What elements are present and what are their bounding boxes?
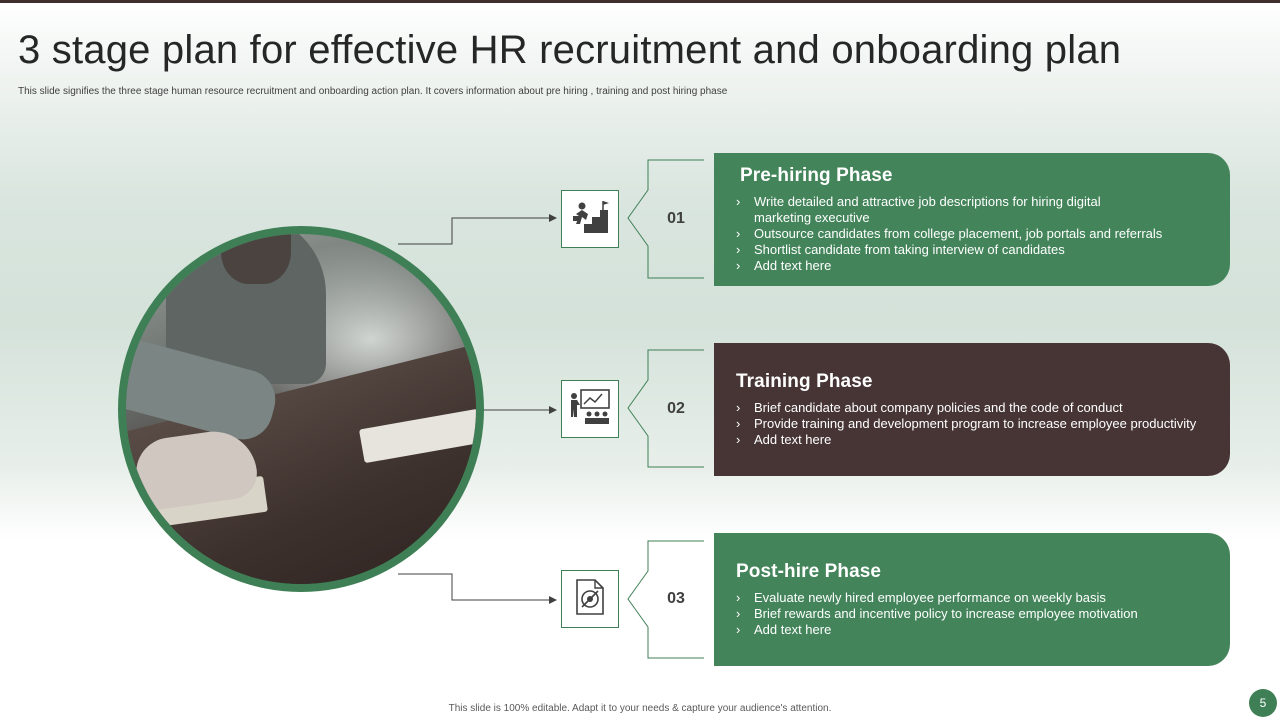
career-growth-icon <box>570 200 610 239</box>
slide-footer: This slide is 100% editable. Adapt it to… <box>448 703 832 714</box>
bullet-item: ›Provide training and development progra… <box>736 416 1197 431</box>
bullet-item: ›Outsource candidates from college place… <box>736 226 1163 241</box>
bullet-item: ›Add text here <box>736 432 832 447</box>
document-settings-icon <box>574 578 606 620</box>
top-bar <box>0 0 1280 3</box>
bullet-item: ›Brief rewards and incentive policy to i… <box>736 606 1138 621</box>
pre-hiring-phase-card: Pre-hiring Phase ›Write detailed and att… <box>714 153 1230 286</box>
bullet-item: ›Write detailed and attractive job descr… <box>736 194 1101 209</box>
phase-bullets: ›Evaluate newly hired employee performan… <box>736 590 1210 638</box>
slide-subtitle: This slide signifies the three stage hum… <box>18 86 728 97</box>
slide-title: 3 stage plan for effective HR recruitmen… <box>18 28 1122 72</box>
phase-3-icon-box <box>561 570 619 628</box>
photo-ring <box>118 226 484 592</box>
page-number-badge: 5 <box>1249 689 1277 717</box>
presentation-training-icon <box>569 388 611 430</box>
meeting-photo <box>126 234 476 584</box>
phase-1-number: 01 <box>667 210 685 227</box>
post-hire-phase-card: Post-hire Phase ›Evaluate newly hired em… <box>714 533 1230 666</box>
bullet-item-continuation: marketing executive <box>754 210 870 225</box>
phase-title: Post-hire Phase <box>736 561 882 582</box>
bullet-item: ›Brief candidate about company policies … <box>736 400 1123 415</box>
phase-2-number: 02 <box>667 400 685 417</box>
bullet-item: ›Evaluate newly hired employee performan… <box>736 590 1106 605</box>
phase-bullets: ›Brief candidate about company policies … <box>736 400 1210 448</box>
phase-bullets: ›Write detailed and attractive job descr… <box>736 194 1210 274</box>
phase-2-icon-box <box>561 380 619 438</box>
phase-1-icon-box <box>561 190 619 248</box>
connector-1 <box>398 214 557 245</box>
bullet-item: ›Add text here <box>736 622 832 637</box>
phase-title: Training Phase <box>736 371 873 392</box>
phase-3-number: 03 <box>667 590 685 607</box>
training-phase-card: Training Phase ›Brief candidate about co… <box>714 343 1230 476</box>
bullet-item: ›Add text here <box>736 258 832 273</box>
bullet-item: ›Shortlist candidate from taking intervi… <box>736 242 1065 257</box>
phase-title: Pre-hiring Phase <box>740 165 893 186</box>
